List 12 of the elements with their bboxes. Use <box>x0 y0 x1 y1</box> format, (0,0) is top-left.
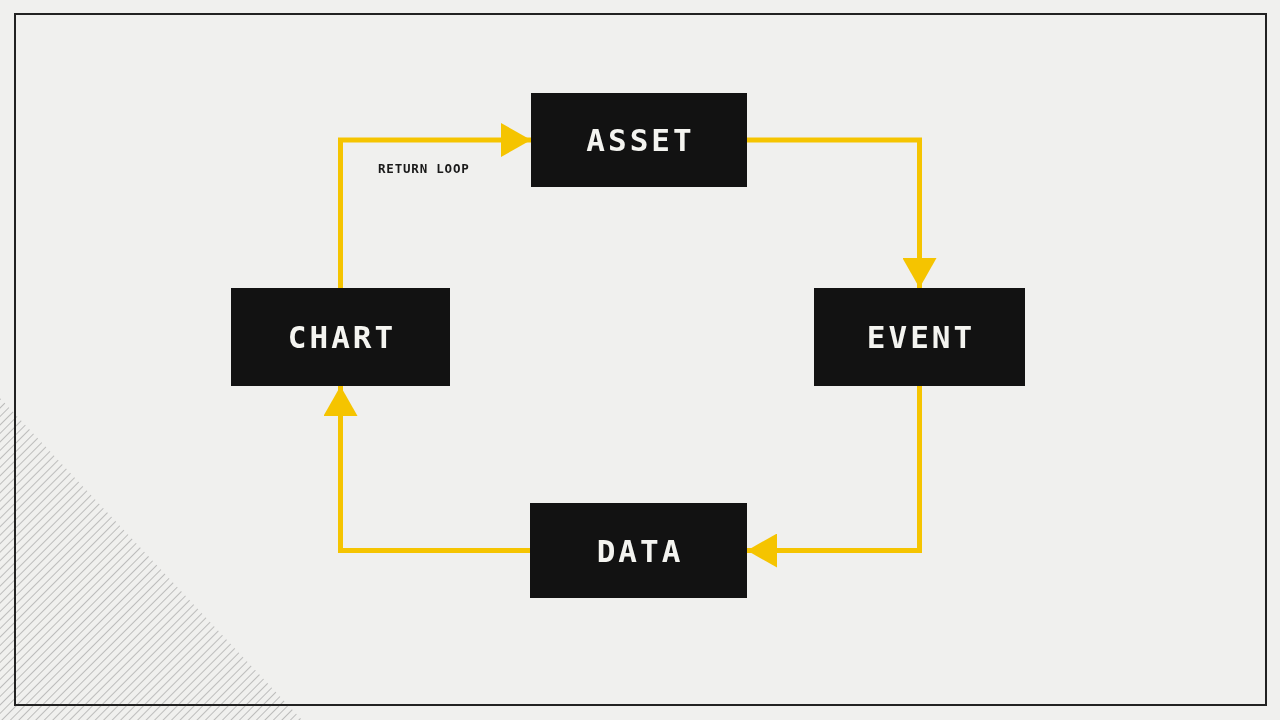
arrow <box>323 386 530 553</box>
process-box <box>530 503 747 598</box>
arrow <box>338 123 531 288</box>
process-box <box>814 288 1025 386</box>
node-label: ASSET <box>586 122 695 158</box>
arrow <box>747 137 937 288</box>
arrow <box>747 386 922 568</box>
node-label: EVENT <box>866 319 976 355</box>
node-label: DATA <box>596 532 684 569</box>
node-label: CHART <box>287 319 397 355</box>
process-box <box>231 288 450 386</box>
process-box <box>531 93 747 187</box>
